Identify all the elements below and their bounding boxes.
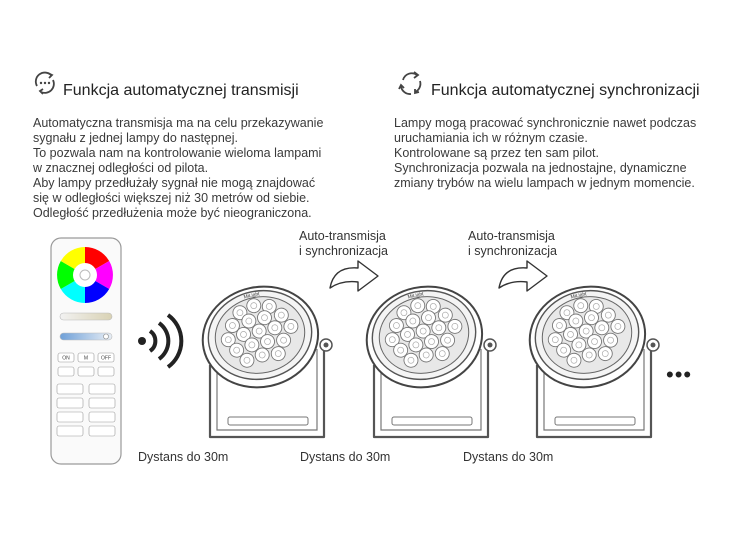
transmission-description: Automatyczna transmisja ma na celu przek… [33,116,323,221]
text-line: sygnału z jednej lampy do następnej. [33,131,238,145]
zone-buttons [56,383,116,437]
flood-lamp-1: MiLight [201,285,333,439]
text-line: To pozwala nam na kontrolowanie wieloma … [33,146,322,160]
text-line: Lampy mogą pracować synchronicznie nawet… [394,116,697,130]
remote-control: ON M OFF [50,237,122,465]
section-title-synchronization: Funkcja automatycznej synchronizacji [431,82,700,99]
text-line: uruchamiania ich w różnym czasie. [394,131,588,145]
lamp-brand-label: MiLight [570,291,588,300]
transmit-cycle-icon [34,71,55,95]
curved-arrow-icon [329,260,379,292]
lamp-brand-label: MiLight [407,291,425,300]
distance-label-2: Dystans do 30m [300,450,391,464]
flood-lamp-2: MiLight [365,285,497,439]
text-line: zmiany trybów na wielu lampach w jednym … [394,176,695,190]
text-line: w znacznej odległości od pilota. [33,161,209,175]
on-button [57,352,75,363]
text-line: Aby lampy przedłużały sygnał nie mogą zn… [33,176,316,190]
text-line: Odległość przedłużenia może być nieogran… [33,206,312,220]
sync-cycle-icon [398,71,422,95]
synchronization-description: Lampy mogą pracować synchronicznie nawet… [394,116,696,191]
distance-label-3: Dystans do 30m [463,450,554,464]
white-slider [59,312,113,321]
lamp-brand-label: MiLight [243,291,261,300]
section-title-transmission: Funkcja automatycznej transmisji [63,82,299,99]
text-line: się w odległości większej niż 30 metrów … [33,191,310,205]
text-line: Automatyczna transmisja ma na celu przek… [33,116,324,130]
color-wheel [57,247,113,303]
flood-lamp-3: MiLight [528,285,660,439]
auto-sync-label-2: Auto-transmisja i synchronizacja [468,229,557,258]
on-label: ON [62,356,70,362]
brightness-slider [59,332,113,341]
mode-label: M [84,356,88,362]
wireless-signal-icon [138,313,184,369]
continuation-dots: ••• [666,362,693,387]
text-line: Kontrolowane są przez ten sam pilot. [394,146,599,160]
text-line: Synchronizacja pozwala na jednostajne, d… [394,161,687,175]
mode-button [77,352,95,363]
curved-arrow-icon [498,260,548,292]
off-button [97,352,115,363]
off-label: OFF [101,356,111,362]
auto-sync-label-1: Auto-transmisja i synchronizacja [299,229,388,258]
distance-label-1: Dystans do 30m [138,450,229,464]
